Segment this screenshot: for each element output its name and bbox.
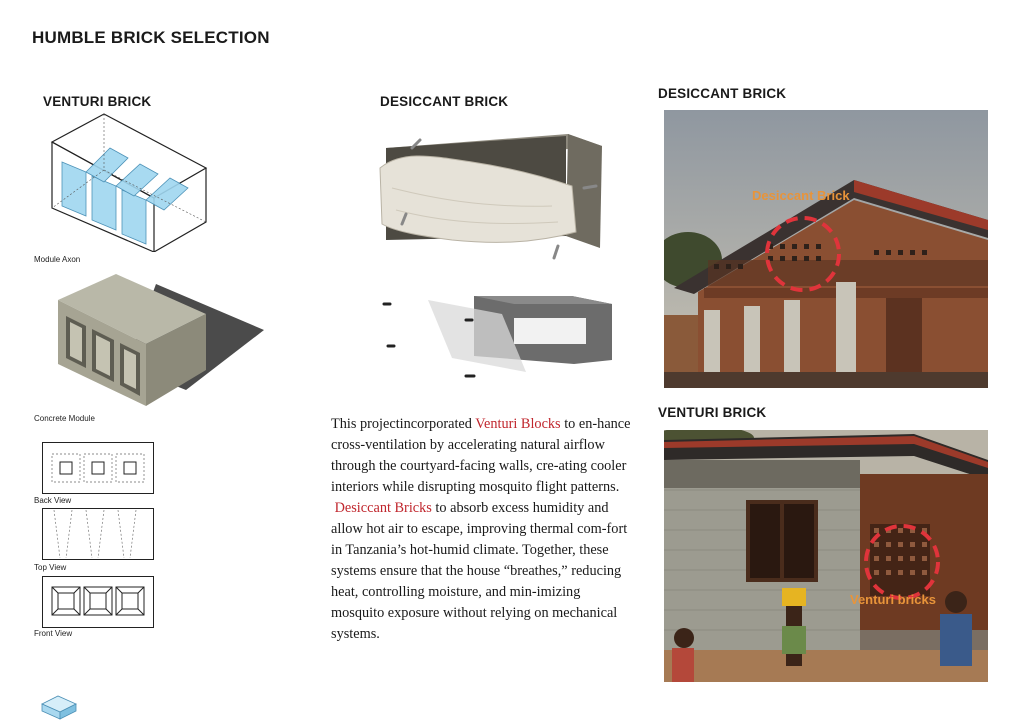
caption-concrete-module: Concrete Module bbox=[34, 414, 95, 423]
brick-logo-icon bbox=[41, 695, 77, 720]
desiccant-brick-render bbox=[379, 134, 602, 260]
desiccant-house-photo: Desiccant Brick bbox=[664, 110, 988, 388]
page-title: HUMBLE BRICK SELECTION bbox=[32, 28, 270, 47]
desiccant-heading: DESICCANT BRICK bbox=[380, 94, 509, 109]
concrete-module-render bbox=[58, 274, 264, 406]
p1-text-a: This projectincorporated bbox=[331, 416, 476, 432]
front-view-drawing bbox=[42, 576, 154, 628]
venturi-house-photo: Venturi bricks bbox=[664, 430, 988, 682]
desiccant-photo-heading: DESICCANT BRICK bbox=[658, 86, 787, 101]
venturi-heading: VENTURI BRICK bbox=[43, 94, 152, 109]
venturi-bricks-label: Venturi bricks bbox=[850, 592, 936, 607]
module-axon-diagram bbox=[50, 113, 208, 252]
desiccant-bricks-highlight: Desiccant Bricks bbox=[334, 500, 432, 516]
desiccant-highlight-circle bbox=[765, 216, 841, 292]
desiccant-exploded-diagram bbox=[382, 296, 612, 378]
top-view-drawing bbox=[42, 508, 154, 560]
venturi-photo-heading: VENTURI BRICK bbox=[658, 405, 767, 420]
project-description: This projectincorporated Venturi Blocks … bbox=[331, 414, 631, 645]
caption-top-view: Top View bbox=[34, 563, 67, 572]
caption-back-view: Back View bbox=[34, 496, 72, 505]
p1-text-b: to en-hance cross-ventilation by acceler… bbox=[331, 416, 631, 495]
venturi-blocks-highlight: Venturi Blocks bbox=[475, 416, 561, 432]
p2-text-b: to absorb excess humidity and allow hot … bbox=[331, 500, 628, 642]
back-view-drawing bbox=[42, 442, 154, 494]
caption-front-view: Front View bbox=[34, 629, 73, 638]
venturi-highlight-circle bbox=[864, 524, 940, 600]
caption-module-axon: Module Axon bbox=[34, 255, 81, 264]
desiccant-brick-label: Desiccant Brick bbox=[752, 188, 850, 203]
